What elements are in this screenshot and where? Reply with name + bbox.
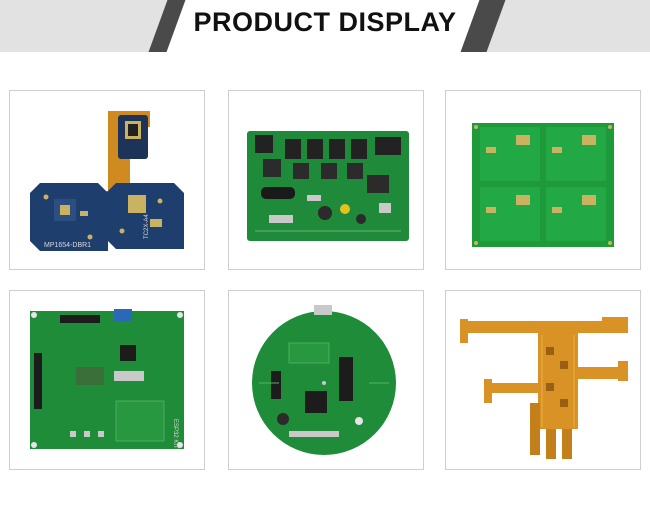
product-image: MP1654-DBR1 TC2X-A4 [30, 111, 184, 251]
product-tile-green-pcb-transformers[interactable] [228, 90, 424, 270]
product-tile-green-pcb-panel[interactable] [445, 90, 641, 270]
product-tile-rigid-flex-blue[interactable]: MP1654-DBR1 TC2X-A4 [9, 90, 205, 270]
product-image [252, 305, 396, 455]
product-tile-green-dev-board[interactable]: ESP32 KIT [9, 290, 205, 470]
product-tile-round-green-pcb[interactable] [228, 290, 424, 470]
page-title: PRODUCT DISPLAY [193, 6, 457, 37]
board-label: MP1654-DBR1 [44, 242, 91, 249]
product-tile-orange-flex-pcb[interactable] [445, 290, 641, 470]
board-label-vertical: TC2X-A4 [144, 214, 150, 239]
product-image [247, 131, 409, 241]
product-image: ESP32 KIT [30, 309, 184, 449]
product-image [460, 317, 628, 459]
board-label: ESP32 KIT [172, 419, 178, 449]
product-image [472, 123, 614, 247]
